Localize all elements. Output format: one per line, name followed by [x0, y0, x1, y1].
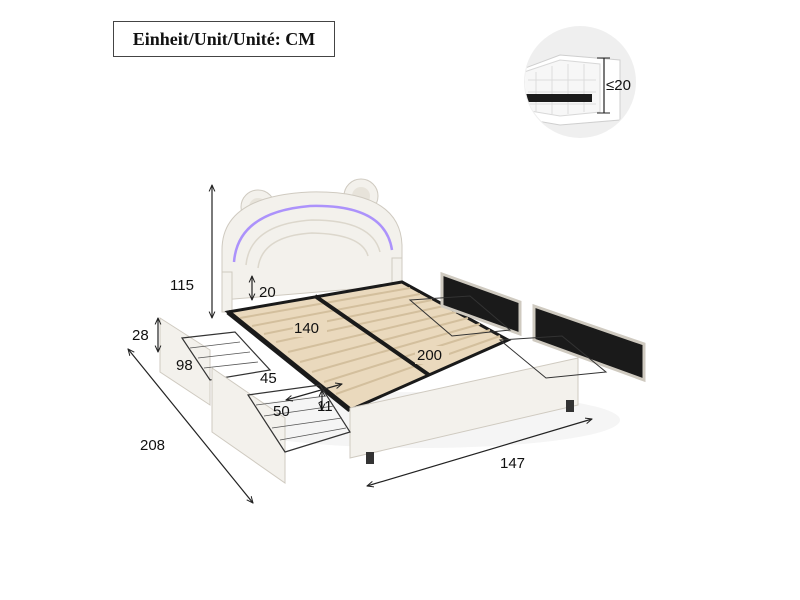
inner-length-label: 200	[417, 347, 442, 364]
total-length-label: 208	[140, 437, 165, 454]
drawer-right-front	[498, 303, 646, 383]
drawer-right-back	[408, 271, 522, 337]
basket-width-label: 50	[273, 403, 290, 420]
leg-height-label: 20	[259, 284, 276, 301]
bed-frame	[224, 280, 512, 412]
unit-label: Einheit/Unit/Unité: CM	[113, 21, 335, 57]
drawer-height-label: 28	[132, 327, 149, 344]
drawer-length-label: 98	[176, 357, 193, 374]
mattress-thickness-label: ≤20	[606, 77, 631, 94]
total-width-label: 147	[500, 455, 525, 472]
inner-width-label: 140	[294, 320, 319, 337]
headboard	[221, 178, 403, 313]
headboard-height-label: 115	[170, 277, 194, 294]
basket-height-label: 11	[317, 398, 333, 415]
dimension-lines	[128, 185, 592, 503]
mattress-inset: ≤20	[524, 26, 636, 138]
drawer-depth-label: 45	[260, 370, 277, 387]
